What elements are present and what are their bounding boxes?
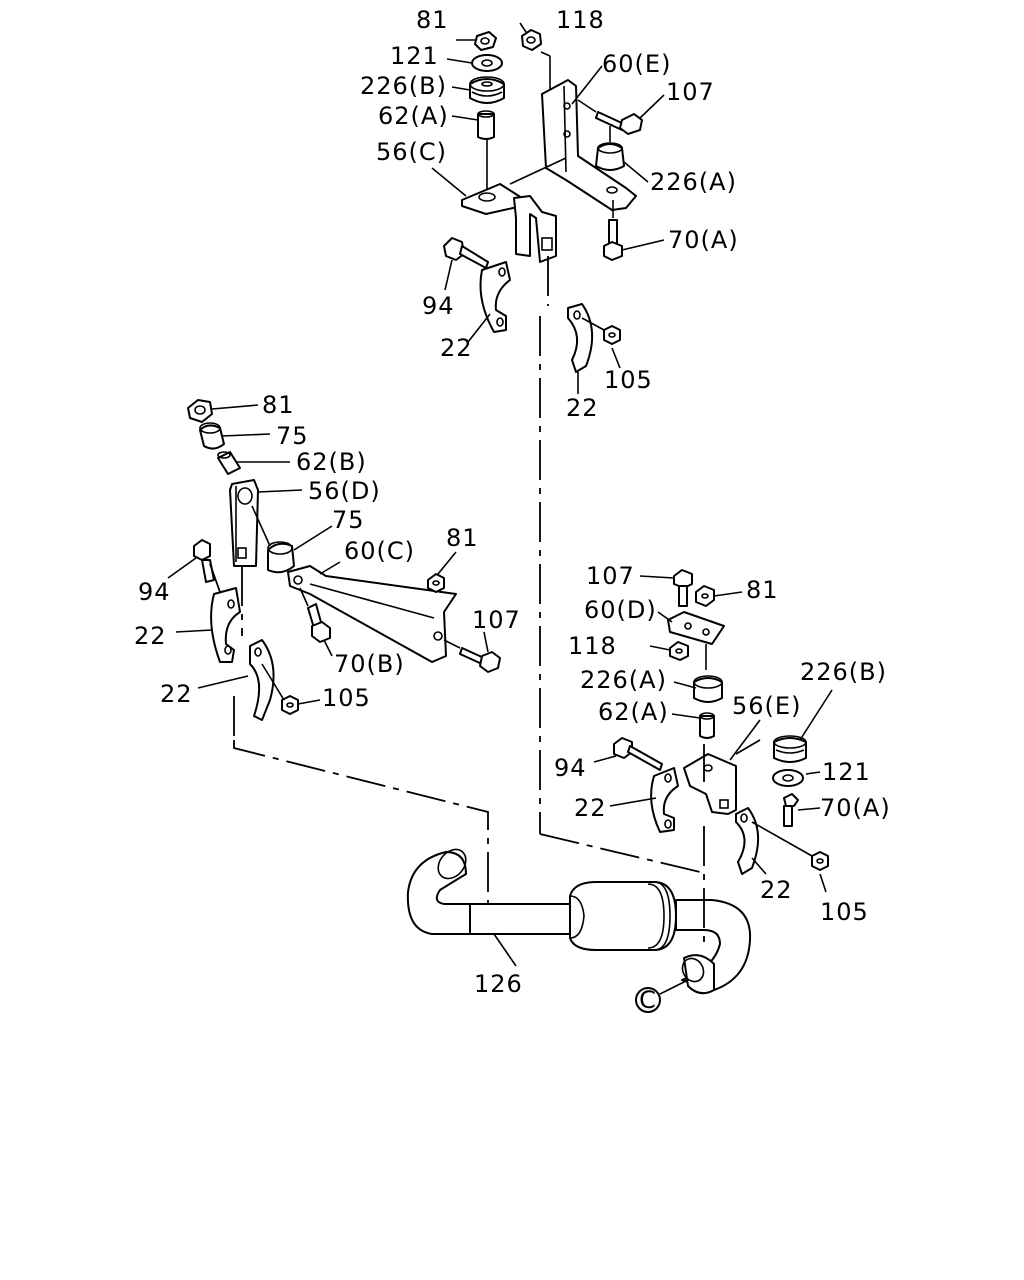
circle-c-label: C	[639, 986, 657, 1014]
nut-81-top	[474, 31, 497, 51]
label-107-right: 107	[586, 562, 635, 590]
clamp-22-left-top	[210, 587, 241, 663]
bracket-60c	[287, 565, 457, 663]
label-60c: 60(C)	[344, 537, 415, 565]
label-226a-right: 226(A)	[580, 666, 667, 694]
right-leader-lines	[593, 575, 833, 893]
label-126: 126	[474, 970, 523, 998]
bracket-56e	[683, 753, 737, 815]
collar-62b	[217, 451, 241, 475]
label-81-left: 81	[262, 391, 295, 419]
right-mount-assembly	[613, 569, 829, 875]
nut-81-right	[695, 585, 715, 607]
label-81-right: 81	[746, 576, 779, 604]
hanger-center-lines	[233, 316, 705, 967]
collar-62a-top	[477, 110, 495, 140]
top-mount-assembly	[443, 29, 643, 373]
label-22-top-right: 22	[566, 394, 599, 422]
rubber-mount-226a-right	[693, 675, 723, 703]
label-56e: 56(E)	[732, 692, 801, 720]
label-226b-top: 226(B)	[360, 72, 447, 100]
bracket-56c	[461, 183, 557, 263]
label-94-top: 94	[422, 292, 455, 320]
label-121-right: 121	[822, 758, 871, 786]
label-81-top: 81	[416, 6, 449, 34]
label-118-top: 118	[556, 6, 605, 34]
bolt-94-right	[613, 737, 663, 771]
label-81-bracket: 81	[446, 524, 479, 552]
bolt-94-left	[193, 539, 215, 583]
top-leader-lines	[431, 22, 665, 394]
nut-118-top	[521, 29, 542, 51]
clamp-22-top-left	[479, 261, 511, 333]
label-226a-top: 226(A)	[650, 168, 737, 196]
label-56c: 56(C)	[376, 138, 447, 166]
bracket-60e	[541, 79, 637, 211]
clamp-22-left-bottom	[249, 639, 275, 721]
rubber-mount-226b-right	[773, 735, 807, 763]
nut-105-top	[603, 325, 621, 345]
hanger-56d	[229, 479, 259, 567]
bolt-70b	[299, 587, 331, 643]
label-75-top: 75	[276, 422, 309, 450]
label-22-top-left: 22	[440, 334, 473, 362]
label-60e: 60(E)	[602, 50, 671, 78]
rubber-mount-226b-top	[469, 76, 505, 104]
bushing-75-bottom	[267, 541, 295, 574]
bolt-94-top	[443, 237, 489, 269]
bolt-107-top	[595, 111, 643, 135]
clamp-22-right-left	[650, 767, 679, 833]
label-105-top: 105	[604, 366, 653, 394]
label-70a-right: 70(A)	[820, 794, 891, 822]
bolt-70a-top	[603, 200, 623, 261]
washer-121-right	[772, 769, 804, 787]
exhaust-pipe-126	[406, 848, 752, 995]
label-70a-top: 70(A)	[668, 226, 739, 254]
left-mount-assembly	[187, 399, 501, 736]
label-75-bottom: 75	[332, 506, 365, 534]
label-94-right: 94	[554, 754, 587, 782]
clamp-22-right-right	[735, 807, 760, 875]
label-22-left-bottom: 22	[160, 680, 193, 708]
clamp-22-top-right	[567, 303, 594, 373]
nut-81-left	[187, 399, 213, 423]
label-60d: 60(D)	[584, 596, 657, 624]
label-94-left: 94	[138, 578, 171, 606]
label-62b: 62(B)	[296, 448, 367, 476]
nut-118-right	[669, 641, 689, 661]
label-22-right-right: 22	[760, 876, 793, 904]
nut-81-bracket	[427, 573, 445, 593]
label-22-left-top: 22	[134, 622, 167, 650]
collar-62a-right	[699, 712, 715, 739]
bracket-60d	[667, 611, 725, 645]
label-70b: 70(B)	[334, 650, 405, 678]
bushing-75-top	[199, 422, 225, 450]
rubber-mount-226a-top	[595, 126, 625, 171]
nut-105-right	[811, 851, 829, 871]
washer-121-top	[471, 54, 503, 72]
label-107-left: 107	[472, 606, 521, 634]
label-62a-right: 62(A)	[598, 698, 669, 726]
label-226b-right: 226(B)	[800, 658, 887, 686]
label-62a-top: 62(A)	[378, 102, 449, 130]
label-107-top: 107	[666, 78, 715, 106]
circle-c-marker: C	[635, 979, 689, 1014]
label-121-top: 121	[390, 42, 439, 70]
bolt-107-right	[673, 569, 693, 607]
part-number-labels: 81 121 226(B) 62(A) 56(C) 118 60(E) 107 …	[134, 6, 891, 998]
label-22-right-left: 22	[574, 794, 607, 822]
label-56d: 56(D)	[308, 477, 381, 505]
nut-105-left	[281, 695, 299, 715]
bolt-107-left	[459, 647, 501, 673]
label-105-left: 105	[322, 684, 371, 712]
left-leader-lines	[167, 404, 489, 705]
bolt-70a-right	[783, 793, 799, 827]
label-105-right: 105	[820, 898, 869, 926]
label-118-right: 118	[568, 632, 617, 660]
